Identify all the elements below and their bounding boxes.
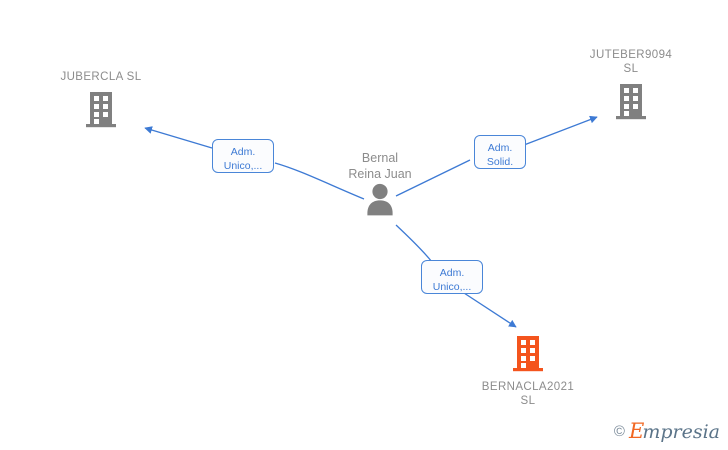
company-node-label: JUTEBER9094 SL [589, 49, 673, 75]
brand-initial: E [628, 419, 645, 443]
brand-name: mpresia [642, 421, 720, 443]
company-node-bernacla2021-sl[interactable]: BERNACLA2021 SL [448, 334, 608, 408]
company-node-jubercla-sl[interactable]: JUBERCLA SL [21, 70, 181, 133]
edge-arrow-to-juteber9094 [523, 115, 598, 146]
edge-label-to-bernacla2021[interactable]: Adm. Unico,... [421, 260, 483, 294]
company-node-juteber9094-sl[interactable]: JUTEBER9094 SL [551, 48, 711, 125]
building-icon [511, 334, 545, 377]
person-node-label: Bernal Reina Juan [348, 151, 412, 181]
edge-label-to-juteber9094[interactable]: Adm. Solid. [474, 135, 526, 169]
person-node-bernal-reina-juan[interactable]: Bernal Reina Juan [300, 150, 460, 221]
person-icon [364, 182, 396, 221]
copyright-icon: © [613, 423, 625, 440]
company-node-label: BERNACLA2021 SL [481, 381, 575, 407]
edge-line-to-bernacla2021 [395, 224, 433, 263]
empresia-watermark: © E mpresia [614, 421, 720, 442]
company-node-label: JUBERCLA SL [60, 71, 142, 83]
edge-line-to-juteber9094 [395, 159, 471, 197]
building-icon [614, 82, 648, 125]
edge-arrow-to-bernacla2021 [463, 292, 517, 328]
edge-label-to-jubercla[interactable]: Adm. Unico,... [212, 139, 274, 173]
building-icon [84, 90, 118, 133]
edge-arrow-to-jubercla [144, 126, 213, 149]
edge-line-to-jubercla [274, 162, 365, 200]
